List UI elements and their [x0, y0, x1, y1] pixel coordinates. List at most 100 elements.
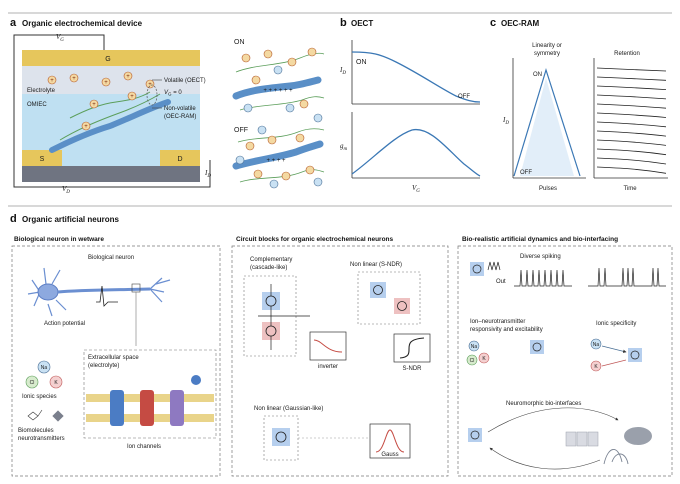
retention-trace: [596, 94, 667, 100]
id-curve: [351, 51, 481, 103]
ion-nt-label-2: responsivity and excitability: [470, 327, 543, 333]
ion-bubbles-left: Na Cl K: [25, 360, 63, 389]
substrate: [22, 166, 200, 182]
gate-electrode: [22, 50, 200, 66]
electrolyte-label: Electrolyte: [27, 88, 56, 94]
retention-trace: [596, 166, 667, 174]
svg-text:+: +: [126, 74, 130, 80]
svg-text:+: +: [130, 94, 134, 100]
extracellular-label-2: (electrolyte): [88, 363, 119, 369]
section3-title: Bio-realistic artificial dynamics and bi…: [462, 236, 618, 243]
on-label: ON: [234, 39, 245, 46]
nonvolatile-label-2: (OEC-RAM): [164, 114, 196, 120]
section1-title: Biological neuron in wetware: [14, 236, 104, 243]
panel-a-wire-drain: [70, 160, 211, 188]
soma: [37, 283, 59, 301]
sndr-label: S-NDR: [403, 366, 423, 372]
biomolecules-label-1: Biomolecules: [18, 428, 54, 434]
ion-channel-purple: [170, 390, 184, 426]
cation-ion: [127, 91, 137, 101]
side-chain: [59, 93, 161, 141]
mouse-icon: [624, 427, 652, 445]
retention-trace: [596, 139, 667, 146]
panel-d-letter: d: [10, 213, 17, 225]
omiec-label: OMIEC: [27, 102, 47, 108]
cation-ion: [47, 75, 57, 85]
extracellular-box: [83, 349, 217, 439]
axon: [57, 287, 151, 294]
retention-trace: [596, 67, 667, 72]
panel-c-title: OEC-RAM: [501, 19, 540, 28]
ion-halo: [146, 84, 158, 106]
on-polymer: [232, 76, 322, 100]
retention-trace: [596, 76, 667, 81]
panel-b-letter: b: [340, 17, 347, 29]
source-label: S: [40, 156, 45, 163]
off-label: OFF: [234, 127, 248, 134]
bio-arrow-top: [487, 407, 619, 433]
ion-channels-label: Ion channels: [127, 444, 161, 450]
polymer-chain: [49, 99, 171, 153]
out-label: Out: [496, 279, 506, 285]
retention-trace: [596, 121, 667, 128]
svg-text:K: K: [54, 380, 58, 386]
svg-text:+: +: [104, 80, 108, 86]
panel-c-xlabel-pulses: Pulses: [539, 186, 557, 192]
retention-trace: [596, 148, 667, 156]
pulse-curve: [513, 67, 581, 177]
retention-trace: [596, 112, 667, 118]
svg-text:K: K: [482, 356, 486, 362]
vd-label: VD: [62, 185, 70, 195]
panel-b-off: OFF: [458, 94, 470, 100]
gm-curve: [351, 129, 481, 177]
neuron-label: Biological neuron: [88, 255, 134, 261]
svg-text:Na: Na: [471, 344, 478, 350]
panel-a-wire-gate: [70, 34, 105, 50]
panel-b-ylabel-top: ID: [339, 66, 346, 76]
svg-text:+: +: [148, 82, 152, 88]
section3-box: [457, 245, 673, 477]
svg-text:+ + + + + +: + + + + + +: [263, 88, 293, 94]
svg-text:+: +: [84, 124, 88, 130]
panel-a-letter: a: [10, 17, 17, 29]
retention-trace: [596, 130, 667, 137]
panel-b-xlabel: VG: [412, 184, 420, 194]
p-type-device: [262, 292, 280, 310]
biomolecule-icon: [27, 409, 43, 421]
neural-organoid: [603, 449, 629, 465]
retention-trace: [596, 157, 667, 165]
svg-text:+ + + +: + + + +: [266, 158, 286, 164]
svg-text:Na: Na: [41, 365, 48, 371]
action-potential-label: Action potential: [44, 321, 85, 327]
svg-text:Cl: Cl: [470, 358, 475, 364]
panel-a: a Organic electrochemical device VG VD I…: [10, 17, 325, 195]
side-chain: [69, 91, 151, 119]
svg-text:+: +: [50, 78, 54, 84]
svg-text:Na: Na: [593, 342, 600, 348]
bio-arrow-bottom: [489, 447, 601, 470]
panel-c-xlabel-time: Time: [623, 186, 637, 192]
diverse-spiking-label: Diverse spiking: [520, 254, 561, 260]
sndr-block: [393, 333, 431, 363]
retention-trace: [596, 85, 667, 90]
cation-ion: [81, 121, 91, 131]
neurotransmitter-icon: [52, 410, 64, 422]
cation-ion: [89, 99, 99, 109]
gauss-label: Gauss: [381, 452, 398, 458]
bio-interfaces-label: Neuromorphic bio-interfaces: [506, 401, 581, 407]
vg-label: VG: [56, 33, 64, 43]
source-electrode: [22, 150, 62, 166]
panel-c: c OEC-RAM Linearity or symmetry Retentio…: [490, 17, 668, 192]
complementary-label-1: Complementary: [250, 257, 292, 263]
cation-ion: [101, 77, 111, 87]
drain-label: D: [177, 156, 182, 163]
panel-b-on: ON: [356, 59, 367, 66]
cation-ion: [123, 71, 133, 81]
linearity-label-2: symmetry: [534, 51, 560, 57]
extracellular-label-1: Extracellular space: [88, 355, 139, 361]
ion-channel-red: [140, 390, 154, 426]
neuron-drawing: [27, 267, 171, 346]
panel-a-title: Organic electrochemical device: [22, 19, 143, 28]
inverter-block: [309, 331, 347, 361]
